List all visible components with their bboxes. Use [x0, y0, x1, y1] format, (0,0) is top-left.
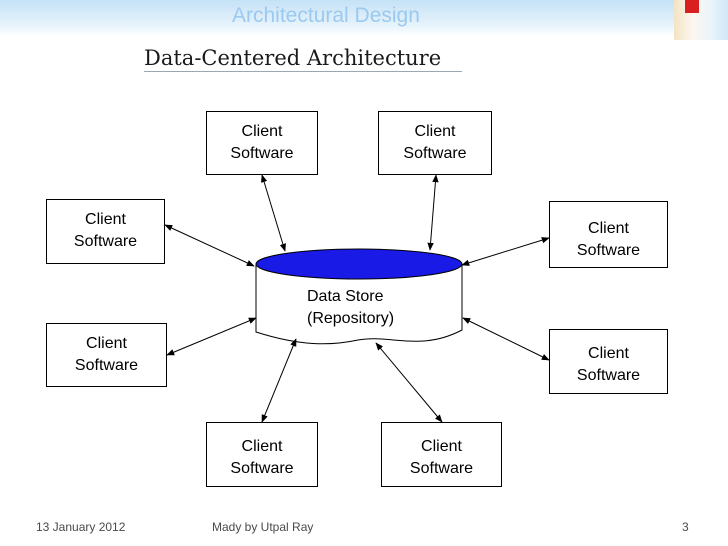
connector-bottom-left — [261, 338, 297, 423]
data-store-label: Data Store (Repository) — [307, 286, 394, 330]
client-box-right-lower: Client Software — [549, 329, 668, 394]
client-label: Client — [85, 211, 126, 228]
repository-top — [255, 248, 463, 280]
client-label: Software — [403, 145, 467, 162]
data-store-label-line2: (Repository) — [307, 310, 395, 327]
connector-top-right — [427, 174, 439, 251]
client-label: Client — [414, 123, 456, 140]
footer-author: Mady by Utpal Ray — [212, 520, 314, 534]
connector-left-lower — [166, 317, 257, 356]
connector-right-upper — [461, 237, 550, 266]
client-box-bottom-left: Client Software — [206, 422, 318, 487]
client-box-left-upper: Client Software — [46, 199, 165, 264]
slide-header-title: Architectural Design — [232, 4, 420, 27]
client-label: Software — [576, 367, 641, 384]
slide-title: Data-Centered Architecture — [144, 46, 442, 70]
data-store-label-line1: Data Store — [307, 288, 384, 305]
client-box-top-left: Client Software — [206, 111, 318, 175]
client-box-bottom-right: Client Software — [381, 422, 502, 487]
client-label: Client — [588, 345, 629, 362]
client-label: Software — [409, 460, 474, 477]
client-label: Client — [86, 335, 127, 352]
client-label: Client — [421, 438, 462, 455]
connector-left-upper — [164, 224, 255, 267]
client-label: Client — [588, 220, 629, 237]
corner-red-square — [685, 0, 699, 13]
client-label: Software — [576, 242, 641, 259]
client-box-left-lower: Client Software — [46, 323, 167, 387]
footer-page-number: 3 — [682, 520, 689, 534]
footer-date: 13 January 2012 — [36, 520, 126, 534]
client-label: Client — [241, 438, 283, 455]
client-label: Software — [230, 460, 294, 477]
client-box-right-upper: Client Software — [549, 201, 668, 268]
connector-bottom-right — [375, 342, 443, 423]
connector-top-left — [261, 174, 286, 252]
header-band — [0, 0, 728, 36]
corner-decoration — [674, 0, 728, 40]
title-underline — [144, 71, 462, 72]
connector-right-lower — [462, 317, 550, 361]
client-label: Software — [73, 233, 138, 250]
client-label: Software — [74, 357, 139, 374]
client-label: Software — [230, 145, 294, 162]
client-label: Client — [241, 123, 283, 140]
client-box-top-right: Client Software — [378, 111, 492, 175]
